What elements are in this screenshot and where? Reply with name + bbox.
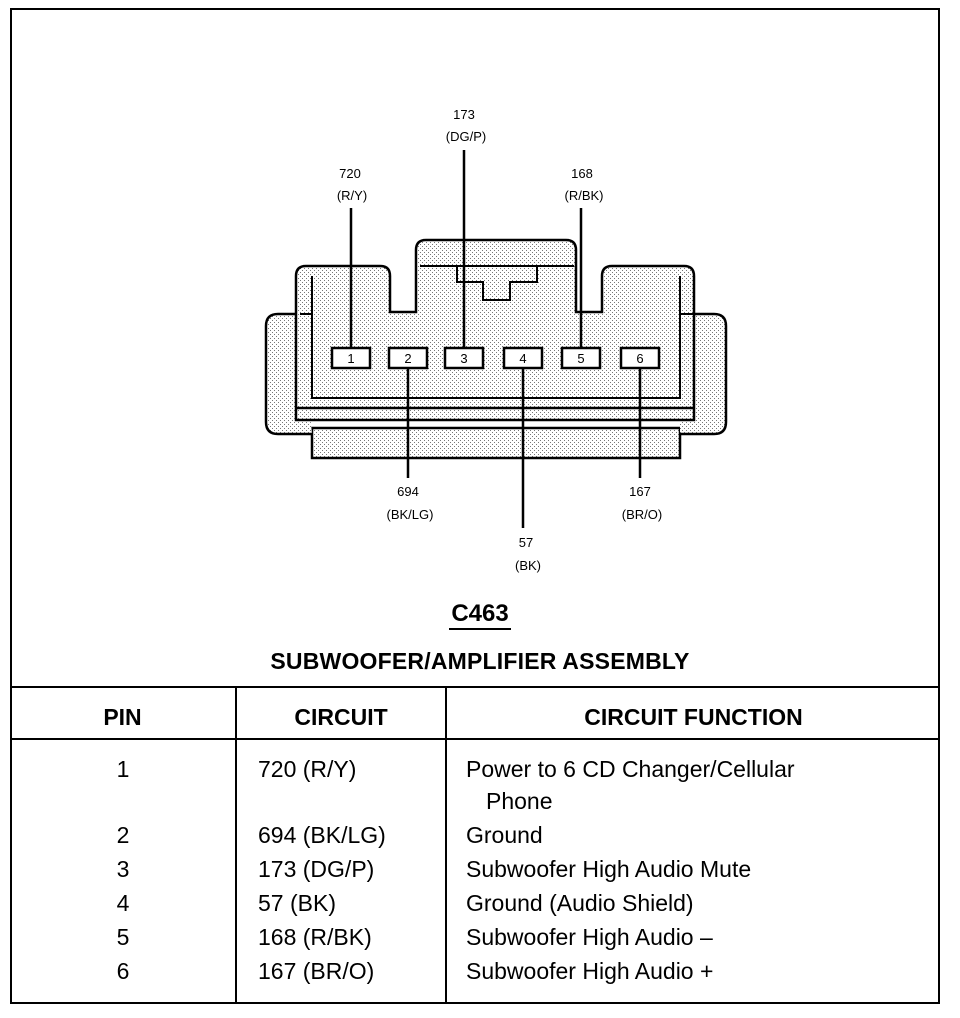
row6-circuit: 167 (BR/O) bbox=[258, 958, 375, 984]
connector-name-title: SUBWOOFER/AMPLIFIER ASSEMBLY bbox=[270, 648, 690, 674]
row2-function: Ground bbox=[466, 822, 543, 848]
pin4-color-label: (BK) bbox=[515, 558, 541, 573]
pin1-color-label: (R/Y) bbox=[337, 188, 367, 203]
row5-function: Subwoofer High Audio – bbox=[466, 924, 713, 950]
pin3-color-label: (DG/P) bbox=[446, 129, 486, 144]
pin6-circuit-label: 167 bbox=[629, 484, 651, 499]
connector-body bbox=[264, 238, 728, 460]
connector-id-title: C463 bbox=[0, 600, 960, 630]
pin2-circuit-label: 694 bbox=[397, 484, 419, 499]
pin1-circuit-label: 720 bbox=[339, 166, 361, 181]
header-divider bbox=[10, 738, 940, 740]
column-divider bbox=[235, 688, 237, 1004]
row3-function: Subwoofer High Audio Mute bbox=[466, 856, 752, 882]
wire-lines bbox=[349, 150, 642, 528]
pin-cavity-4: 4 bbox=[502, 346, 544, 370]
row3-pin: 3 bbox=[116, 856, 130, 882]
pin-boxes: 1 2 3 4 5 6 bbox=[330, 346, 661, 370]
pin6-color-label: (BR/O) bbox=[622, 507, 662, 522]
row5-pin: 5 bbox=[116, 924, 130, 950]
pin-number-1: 1 bbox=[347, 351, 354, 366]
pin-number-2: 2 bbox=[404, 351, 411, 366]
row4-circuit: 57 (BK) bbox=[258, 890, 336, 916]
row1-function: Power to 6 CD Changer/Cellular bbox=[466, 756, 795, 782]
pin-number-3: 3 bbox=[460, 351, 467, 366]
pin2-color-label: (BK/LG) bbox=[387, 507, 434, 522]
row3-circuit: 173 (DG/P) bbox=[258, 856, 375, 882]
pin4-circuit-label: 57 bbox=[519, 535, 533, 550]
pin-cavity-1: 1 bbox=[330, 346, 372, 370]
row1-pin: 1 bbox=[116, 756, 130, 782]
row1-function-cont: Phone bbox=[486, 788, 553, 814]
pin-number-4: 4 bbox=[519, 351, 526, 366]
pin-cavity-5: 5 bbox=[560, 346, 602, 370]
pin-number-6: 6 bbox=[636, 351, 643, 366]
header-circuit-function: CIRCUIT FUNCTION bbox=[584, 704, 803, 730]
row2-pin: 2 bbox=[116, 822, 130, 848]
header-pin: PIN bbox=[103, 704, 142, 730]
header-circuit: CIRCUIT bbox=[294, 704, 388, 730]
pin3-circuit-label: 173 bbox=[453, 107, 475, 122]
column-divider bbox=[445, 688, 447, 1004]
connector-inner-outline bbox=[300, 265, 694, 399]
row1-circuit: 720 (R/Y) bbox=[258, 756, 357, 782]
pin-cavity-6: 6 bbox=[619, 346, 661, 370]
pin-cavity-3: 3 bbox=[443, 346, 485, 370]
pin-table: PIN CIRCUIT CIRCUIT FUNCTION 1 720 (R/Y)… bbox=[10, 686, 940, 1004]
connector-id-text: C463 bbox=[449, 600, 511, 630]
pin5-circuit-label: 168 bbox=[571, 166, 593, 181]
row4-function: Ground (Audio Shield) bbox=[466, 890, 694, 916]
row6-function: Subwoofer High Audio + bbox=[466, 958, 714, 984]
pin5-color-label: (R/BK) bbox=[565, 188, 604, 203]
connector-diagram: 1 2 3 4 5 6 720 (R/Y) 173 (DG/P) 168 (R/BK) 6… bbox=[264, 107, 728, 573]
row2-circuit: 694 (BK/LG) bbox=[258, 822, 386, 848]
row6-pin: 6 bbox=[116, 958, 130, 984]
row5-circuit: 168 (R/BK) bbox=[258, 924, 372, 950]
diagram-frame bbox=[10, 8, 940, 1004]
pin-number-5: 5 bbox=[577, 351, 584, 366]
pin-cavity-2: 2 bbox=[387, 346, 429, 370]
row4-pin: 4 bbox=[116, 890, 130, 916]
